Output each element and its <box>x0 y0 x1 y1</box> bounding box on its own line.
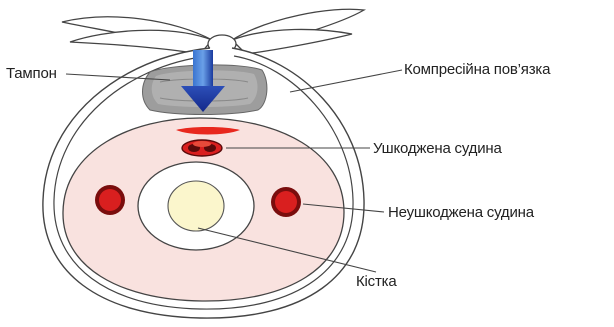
label-bone: Кістка <box>356 274 396 289</box>
bandage-knot <box>62 9 364 54</box>
leader-bandage <box>290 70 402 92</box>
label-compression-bandage: Компресійна пов’язка <box>404 62 550 77</box>
damaged-vessel-shape <box>182 140 222 156</box>
label-tampon: Тампон <box>6 66 57 81</box>
undamaged-vessel-left <box>95 185 125 215</box>
label-undamaged-vessel: Неушкоджена судина <box>388 205 534 220</box>
bone-shape <box>138 162 254 250</box>
label-damaged-vessel: Ушкоджена судина <box>373 141 502 156</box>
undamaged-vessel-right <box>271 187 301 217</box>
